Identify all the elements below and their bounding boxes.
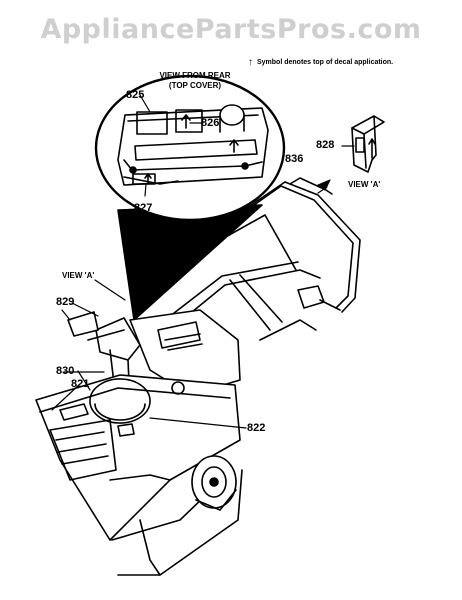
- view-a-caption-left: VIEW 'A': [62, 271, 95, 280]
- view-a-caption-right: VIEW 'A': [348, 180, 381, 189]
- part-label-822: 822: [247, 422, 266, 434]
- part-label-825: 825: [126, 89, 145, 101]
- leader-lines: [51, 94, 355, 429]
- inset-cone: [117, 204, 263, 321]
- up-arrow-icon: ↑: [248, 57, 253, 68]
- view-a-detail-right: [351, 115, 385, 173]
- inset-title-line2: (TOP COVER): [168, 81, 222, 90]
- part-label-826: 826: [201, 117, 220, 129]
- handle-assembly: [164, 177, 361, 341]
- part-label-836: 836: [285, 153, 304, 165]
- watermark: AppliancePartsPros.com: [40, 14, 422, 45]
- part-label-829: 829: [56, 296, 75, 308]
- legend: ↑ Symbol denotes top of decal application…: [248, 57, 393, 68]
- inset-title-line1: VIEW FROM REAR: [159, 71, 231, 80]
- top-cover-rear-view: [117, 104, 269, 186]
- part-label-827: 827: [134, 202, 153, 214]
- part-label-828: 828: [316, 139, 335, 151]
- snow-thrower-body: [35, 309, 243, 576]
- legend-text: Symbol denotes top of decal application.: [257, 59, 394, 66]
- part-label-821: 821: [71, 378, 90, 390]
- inset-title: VIEW FROM REAR (TOP COVER): [140, 72, 250, 90]
- part-label-830: 830: [56, 365, 75, 377]
